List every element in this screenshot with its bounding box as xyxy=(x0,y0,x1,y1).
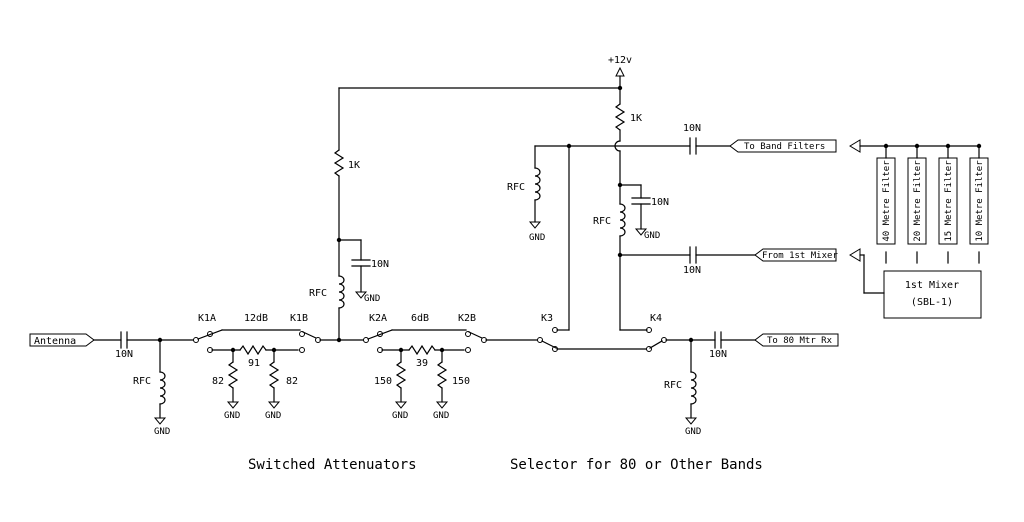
rfc-out-inductor xyxy=(690,371,697,405)
mixer-title: 1st Mixer xyxy=(905,280,959,291)
r82a-label: 82 xyxy=(212,376,224,387)
filter-label: 10 Metre Filter xyxy=(975,160,985,242)
filter-bank: 40 Metre Filter 20 Metre Filter 15 Metre F… xyxy=(876,143,989,264)
ground-symbol: GND xyxy=(433,401,449,421)
from-mixer-label: From 1st Mixer xyxy=(762,251,838,261)
r1k-b-label: 1K xyxy=(630,113,642,124)
r150a-label: 150 xyxy=(374,376,392,387)
filter-label: 40 Metre Filter xyxy=(882,160,892,242)
k2a-label: K2A xyxy=(369,313,387,324)
rfc-left-label: RFC xyxy=(507,182,525,193)
junction-dot xyxy=(566,143,572,149)
svg-text:GND: GND xyxy=(265,411,281,421)
filter-box xyxy=(876,157,896,245)
band-filters-label: To Band Filters xyxy=(744,142,825,152)
ground-symbol: GND xyxy=(392,401,408,421)
band-filter-3: 10 Metre Filter xyxy=(969,143,989,264)
svg-text:GND: GND xyxy=(224,411,240,421)
filter-box xyxy=(969,157,989,245)
k1a-label: K1A xyxy=(198,313,216,324)
resistor-150a xyxy=(395,361,407,389)
ground-symbol: GND xyxy=(265,401,281,421)
input-capacitor-label: 10N xyxy=(115,349,133,360)
vcc-label: +12v xyxy=(608,55,632,66)
filter-label: 15 Metre Filter xyxy=(944,160,954,242)
to-rx-port: To 80 Mtr Rx xyxy=(754,333,839,347)
vcc-symbol: +12v xyxy=(608,55,632,77)
k4-label: K4 xyxy=(650,313,662,324)
rfc-k-inductor xyxy=(338,275,345,309)
input-capacitor: 10N xyxy=(115,331,133,360)
from-mixer-port: From 1st Mixer xyxy=(754,248,838,262)
c-mixer-label: 10N xyxy=(683,265,701,276)
svg-text:GND: GND xyxy=(364,294,380,304)
r91-label: 91 xyxy=(248,358,260,369)
resistor-82b xyxy=(268,361,280,389)
k3-label: K3 xyxy=(541,313,553,324)
relay-k4: K4 xyxy=(646,313,667,352)
filter-box xyxy=(907,157,927,245)
svg-text:GND: GND xyxy=(644,231,660,241)
filter-label: 20 Metre Filter xyxy=(913,160,923,242)
band-filter-2: 15 Metre Filter xyxy=(938,143,958,264)
ground-symbol: GND xyxy=(528,221,545,243)
resistor-82a xyxy=(227,361,239,389)
caption-selector: Selector for 80 or Other Bands xyxy=(510,457,763,473)
resistor-150b xyxy=(436,361,448,389)
resistor-1k-a xyxy=(333,149,345,177)
svg-text:GND: GND xyxy=(392,411,408,421)
svg-text:GND: GND xyxy=(529,233,545,243)
filter-box xyxy=(938,157,958,245)
k1b-label: K1B xyxy=(290,313,308,324)
band-filters-port: To Band Filters xyxy=(729,139,837,153)
band-filters-arrow xyxy=(849,139,861,153)
band-filter-1: 20 Metre Filter xyxy=(907,143,927,264)
junction-dot xyxy=(617,85,623,91)
rfc-out-label: RFC xyxy=(664,380,682,391)
to-rx-label: To 80 Mtr Rx xyxy=(767,336,833,346)
rfc-left-inductor xyxy=(534,167,541,201)
ground-symbol: GND xyxy=(354,291,380,304)
mixer-subtitle: (SBL-1) xyxy=(911,297,953,308)
c-top-label: 10N xyxy=(683,123,701,134)
svg-text:GND: GND xyxy=(433,411,449,421)
att6-label: 6dB xyxy=(411,313,429,324)
gnd-label: GND xyxy=(154,427,170,437)
antenna-port: Antenna xyxy=(29,333,95,347)
relay-k1b: K1B xyxy=(290,313,321,353)
rfc-in-label: RFC xyxy=(133,376,151,387)
antenna-label: Antenna xyxy=(34,336,76,347)
r82b-label: 82 xyxy=(286,376,298,387)
rfc-mid-label: RFC xyxy=(593,216,611,227)
resistor-91 xyxy=(239,344,267,356)
rfc-in-inductor xyxy=(159,371,166,405)
svg-text:GND: GND xyxy=(685,427,701,437)
ground-symbol: GND xyxy=(634,228,660,241)
resistor-39 xyxy=(408,344,436,356)
c-k2-label: 10N xyxy=(371,259,389,270)
r39-label: 39 xyxy=(416,358,428,369)
relay-k2a: K2A xyxy=(363,313,393,353)
ground-symbol: GND xyxy=(153,417,170,437)
k2b-label: K2B xyxy=(458,313,476,324)
r150b-label: 150 xyxy=(452,376,470,387)
att12-label: 12dB xyxy=(244,313,268,324)
band-filter-0: 40 Metre Filter xyxy=(876,143,896,264)
mixer-block: 1st Mixer (SBL-1) xyxy=(883,270,982,319)
caption-attenuators: Switched Attenuators xyxy=(248,457,417,473)
c-out-label: 10N xyxy=(709,349,727,360)
rfc-mid-inductor xyxy=(619,203,626,237)
resistor-1k-b xyxy=(614,103,626,131)
c-mid-label: 10N xyxy=(651,197,669,208)
relay-k1a: K1A xyxy=(193,313,223,353)
ground-symbol: GND xyxy=(684,417,701,437)
rfc-k-label: RFC xyxy=(309,288,327,299)
r1k-a-label: 1K xyxy=(348,160,360,171)
from-mixer-arrow xyxy=(849,248,861,262)
relay-k3: K3 xyxy=(537,313,558,352)
relay-k2b: K2B xyxy=(458,313,487,353)
ground-symbol: GND xyxy=(224,401,240,421)
